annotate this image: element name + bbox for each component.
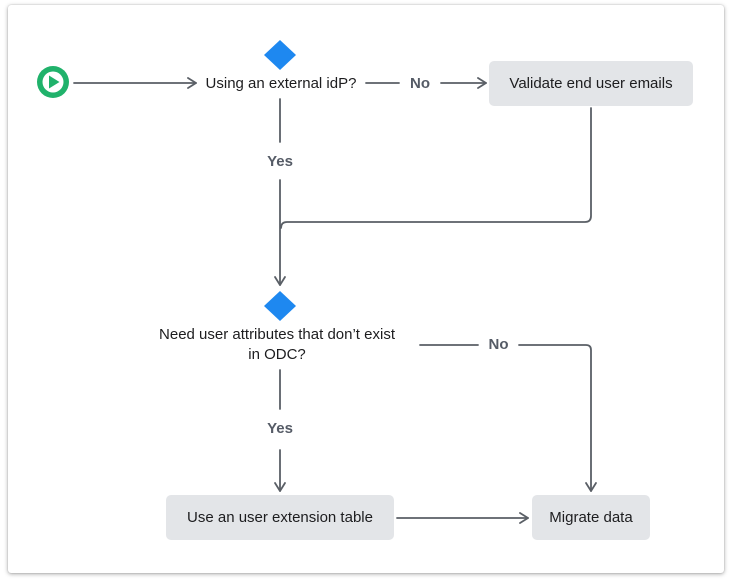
user-extension-table-box: Use an user extension table [166,495,394,540]
edge-validate-to-merge [280,107,592,229]
migrate-data-box: Migrate data [532,495,650,540]
decision2-label-line1: Need user attributes that don’t exist [159,326,395,343]
edge-label-decision2-yes: Yes [258,419,302,439]
start-play-icon [37,66,69,98]
decision1-label: Using an external idP? [198,74,364,94]
edge-label-decision1-no: No [401,74,439,94]
edge-label-decision2-no: No [480,335,517,355]
decision2-label-line2: in ODC? [248,346,306,363]
edge-decision2-no-b [518,344,597,492]
edge-label-decision1-yes: Yes [258,152,302,172]
validate-emails-box: Validate end user emails [489,61,693,106]
decision-diamond-icon-2 [264,291,296,321]
decision-diamond-icon-1 [264,40,296,70]
decision2-label: Need user attributes that don’t exist in… [136,325,418,365]
